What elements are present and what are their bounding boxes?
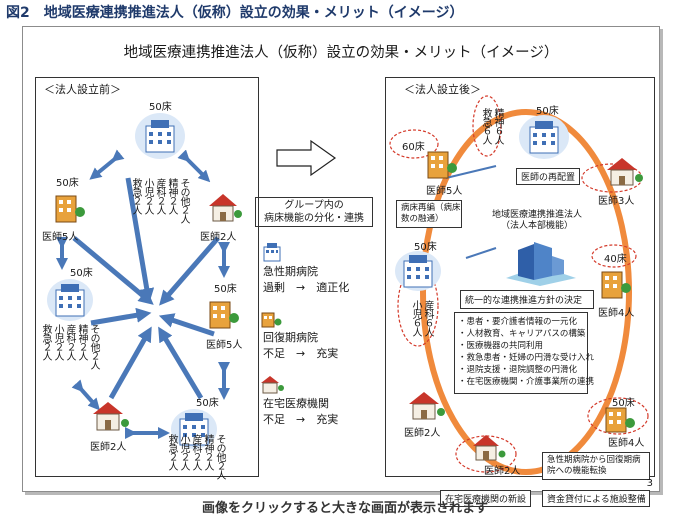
legend-home: 在宅医療機関 <box>263 397 329 410</box>
clinic-building-icon <box>601 271 631 299</box>
before-left-col-other: その他２人 <box>88 324 99 369</box>
after-left-col-ped: 小児６人 <box>410 300 421 336</box>
legend-acute-change: 過剰 → 適正化 <box>263 281 350 294</box>
before-top-col-ped: 小児２人 <box>142 178 153 214</box>
figure-caption: 図2 地域医療連携推進法人（仮称）設立の効果・メリット（イメージ） <box>6 5 464 21</box>
legend-acute: 急性期病院 <box>263 265 318 278</box>
after-br-doctors: 医師4人 <box>608 438 645 449</box>
before-tl-beds: 50床 <box>56 178 79 189</box>
hospital-icon <box>263 243 281 262</box>
before-left-col-emer: 救急２人 <box>40 324 51 360</box>
before-br-col-obst: 産科２人 <box>190 434 201 470</box>
after-left-beds: 50床 <box>414 242 437 253</box>
policy-items-box: ・患者・要介護者情報の一元化 ・人材教育、キャリアパスの構築 ・医療機器の共同利… <box>454 312 595 394</box>
before-panel: ＜法人設立前＞ <box>35 77 259 479</box>
after-panel: ＜法人設立後＞ 60床 医師5人 5 <box>385 77 655 507</box>
before-top-col-other: その他２人 <box>178 178 189 223</box>
before-br-col-other: その他２人 <box>214 434 225 479</box>
funding-box: 資金貸付による施設整備 <box>542 490 650 507</box>
after-label: ＜法人設立後＞ <box>404 83 481 96</box>
clinic-building-icon <box>427 151 457 179</box>
slide-title: 地域医療連携推進法人（仮称）設立の効果・メリット（イメージ） <box>123 45 559 61</box>
before-right-beds: 50床 <box>214 284 237 295</box>
home-new-box: 在宅医療機関の新設 <box>440 490 532 507</box>
slide-number: 3 <box>646 478 653 489</box>
hospital-icon <box>171 409 217 449</box>
legend-recovery-change: 不足 → 充実 <box>263 347 339 360</box>
policy-item: ・人材教育、キャリアパスの構築 <box>458 329 586 339</box>
policy-box: 統一的な連携推進方針の決定 <box>460 290 594 309</box>
house-icon <box>261 376 284 394</box>
hospital-icon <box>47 279 93 321</box>
clinic-building-icon <box>209 301 239 329</box>
before-top-col-obst: 産科２人 <box>154 178 165 214</box>
legend-title: グループ内の 病床機能の分化・連携 <box>255 197 373 227</box>
policy-item: ・患者・要介護者情報の一元化 <box>458 317 578 327</box>
hospital-icon <box>395 251 441 291</box>
before-br-col-psych: 精神２人 <box>202 434 213 470</box>
after-right-doctors: 医師4人 <box>598 308 635 319</box>
after-tr-doctors: 医師3人 <box>598 196 635 207</box>
hq-label: 地域医療連携推進法人 （法人本部機能） <box>491 210 582 231</box>
house-icon <box>209 194 242 222</box>
before-left-col-ped: 小児２人 <box>52 324 63 360</box>
before-left-col-psych: 精神２人 <box>76 324 87 360</box>
house-icon <box>607 158 643 186</box>
enlarge-image-link[interactable]: 画像をクリックすると大きな画面が表示されます <box>201 501 488 516</box>
clinic-building-icon <box>605 407 635 433</box>
house-icon <box>409 392 445 420</box>
before-top-col-emer: 救急２人 <box>130 178 141 214</box>
after-tl-beds: 60床 <box>402 142 425 153</box>
house-icon <box>473 435 506 461</box>
legend-home-change: 不足 → 充実 <box>263 413 339 426</box>
after-bl-doctors: 医師2人 <box>404 428 441 439</box>
policy-item: ・医療機器の共同利用 <box>458 341 544 351</box>
before-br-col-emer: 救急２人 <box>166 434 177 470</box>
after-br-beds: 50床 <box>612 398 635 409</box>
before-br-beds: 50床 <box>196 398 219 409</box>
doctor-reassign-box: 医師の再配置 <box>516 168 581 185</box>
clinic-building-icon <box>55 195 85 223</box>
before-tr-doctors: 医師2人 <box>200 232 237 243</box>
after-bc-doctors: 医師2人 <box>484 466 521 477</box>
before-bl-doctors: 医師2人 <box>90 442 127 453</box>
before-top-col-psych: 精神２人 <box>166 178 177 214</box>
policy-item: ・退院支援・退院調整の円滑化 <box>458 365 578 375</box>
policy-item: ・救急患者・妊婦の円滑な受け入れ <box>458 353 595 363</box>
before-right-doctors: 医師5人 <box>206 340 243 351</box>
before-label: ＜法人設立前＞ <box>44 83 121 96</box>
after-tl-doctors: 医師5人 <box>426 186 463 197</box>
bed-realloc-box: 病床再編（病床 数の融通） <box>396 200 462 228</box>
before-tl-doctors: 医師5人 <box>42 232 79 243</box>
clinic-building-icon <box>261 312 282 328</box>
slide[interactable]: 地域医療連携推進法人（仮称）設立の効果・メリット（イメージ） ＜法人設立前＞ <box>22 26 660 507</box>
transition-arrow-icon <box>276 139 337 177</box>
hospital-icon <box>135 113 185 159</box>
before-left-col-obst: 産科２人 <box>64 324 75 360</box>
after-left-col-obst: 産科６人 <box>422 300 433 336</box>
before-left-beds: 50床 <box>70 268 93 279</box>
before-arrows <box>56 149 230 439</box>
after-top-col-emer: 救急６人 <box>480 108 491 144</box>
policy-item: ・在宅医療機関・介護事業所の連携 <box>458 377 595 387</box>
before-top-beds: 50床 <box>149 102 172 113</box>
function-shift-box: 急性期病院から回復期病 院への機能転換 <box>542 452 650 480</box>
after-top-beds: 50床 <box>536 106 559 117</box>
before-br-col-ped: 小児２人 <box>178 434 189 470</box>
house-icon <box>93 402 129 431</box>
after-right-beds: 40床 <box>604 254 627 265</box>
legend-recovery: 回復期病院 <box>263 331 318 344</box>
hospital-icon <box>519 115 569 159</box>
hq-building-icon <box>506 242 576 286</box>
after-top-col-psych: 精神６人 <box>492 108 503 144</box>
